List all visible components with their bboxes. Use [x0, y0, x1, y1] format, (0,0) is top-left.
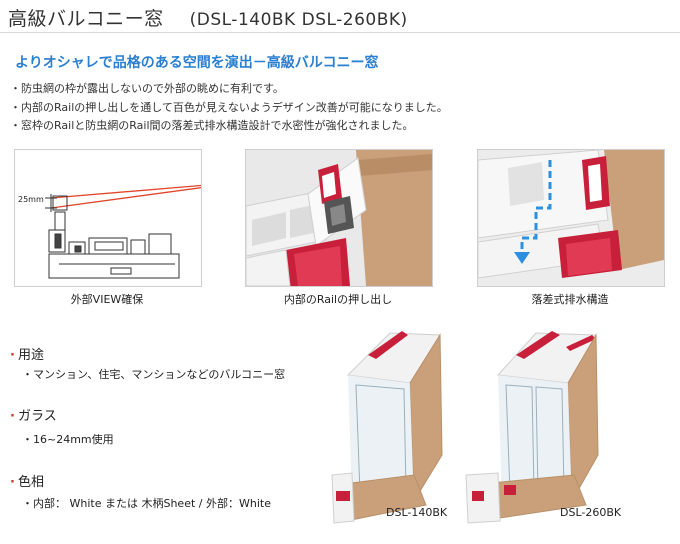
drain-path-arrow — [514, 160, 552, 264]
sight-line-top — [50, 184, 201, 199]
figure-inner-rail — [245, 149, 433, 287]
feature-item: 内部のRailの押し出しを通して百色が見えないようデザイン改善が可能になりました… — [10, 99, 448, 118]
frame-section-drawing — [48, 195, 180, 279]
figure-caption: 外部VIEW確保 — [70, 293, 144, 306]
figure-caption: 落差式排水構造 — [531, 293, 609, 306]
spec-heading-glass: ·ガラス — [10, 409, 57, 424]
wood-panel — [356, 150, 432, 286]
dimension-label: 25mm — [18, 195, 44, 204]
sight-line-bottom — [50, 187, 201, 209]
page-header: 高級バルコニー窓 (DSL-140BK DSL-260BK) — [0, 0, 680, 33]
product-illustrations — [331, 331, 599, 524]
product-dsl-140bk — [331, 331, 443, 524]
dimension-marker: 25mm — [18, 194, 57, 212]
spec-heading-color: ·色相 — [10, 475, 44, 490]
page-title: 高級バルコニー窓 (DSL-140BK DSL-260BK) — [8, 4, 408, 31]
drainage-section — [478, 150, 664, 286]
spec-text-color: 内部： White または 木柄Sheet / 外部：White — [22, 495, 271, 511]
spec-heading-text: 色相 — [17, 475, 44, 490]
spec-heading-text: ガラス — [17, 409, 57, 424]
product-dsl-260bk — [465, 331, 599, 524]
product-label: DSL-140BK — [386, 506, 448, 519]
feature-list: 防虫網の枠が露出しないので外部の眺めに有利です。 内部のRailの押し出しを通し… — [10, 80, 448, 136]
title-model: (DSL-140BK DSL-260BK) — [189, 10, 408, 30]
figure-external-view: 25mm — [14, 149, 202, 287]
figure-drainage — [477, 149, 665, 287]
spec-text-glass: 16~24mm使用 — [22, 431, 114, 447]
spec-heading-text: 用途 — [17, 348, 44, 363]
inner-rail-section — [246, 150, 432, 286]
feature-item: 防虫網の枠が露出しないので外部の眺めに有利です。 — [10, 80, 448, 99]
title-text: 高級バルコニー窓 — [8, 8, 164, 30]
spec-text-usage: マンション、住宅、マンションなどのバルコニー窓 — [22, 366, 285, 382]
product-label: DSL-260BK — [560, 506, 622, 519]
spec-heading-usage: ·用途 — [10, 348, 44, 363]
feature-item: 窓枠のRailと防虫網のRail間の落差式排水構造設計で水密性が強化されました。 — [10, 117, 448, 136]
external-view-diagram: 25mm — [18, 184, 201, 279]
intro-headline: よりオシャレで品格のある空間を演出－高級バルコニー窓 — [15, 55, 379, 71]
figure-caption: 内部のRailの押し出し — [283, 293, 393, 306]
